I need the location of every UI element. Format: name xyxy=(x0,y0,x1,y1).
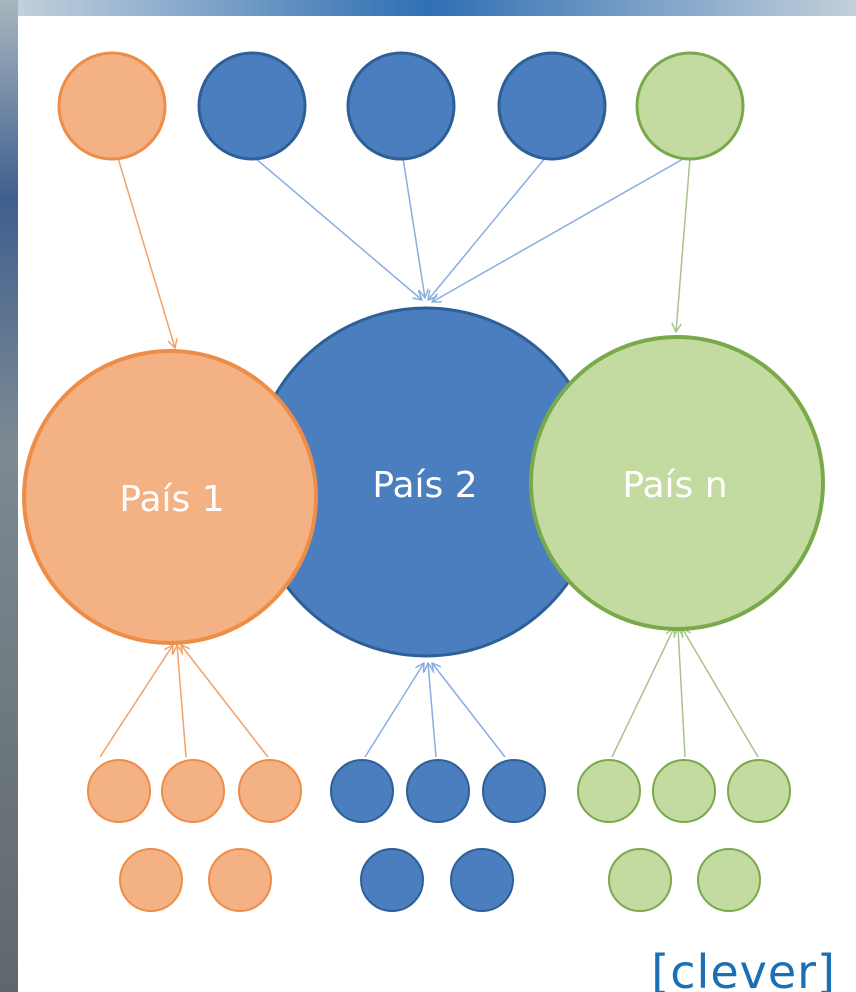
top-arrows xyxy=(117,151,691,348)
top-row-circles xyxy=(57,51,745,161)
bottom-circle-blue xyxy=(450,848,514,912)
arrow-bottom-orange-2 xyxy=(177,645,187,758)
arrow-bottom-green-1 xyxy=(611,628,674,758)
bottom-circle-green xyxy=(652,759,716,823)
country-label-2: País 2 xyxy=(372,465,477,506)
arrow-top-blue-1 xyxy=(247,151,422,300)
arrow-top-green-to-center xyxy=(432,154,691,302)
arrow-bottom-orange-1 xyxy=(99,645,173,758)
bottom-circle-orange xyxy=(87,759,151,823)
bottom-circle-orange xyxy=(161,759,225,823)
top-circle-blue-3 xyxy=(497,51,607,161)
left-background-strip xyxy=(0,0,18,992)
country-circle-1 xyxy=(22,349,318,645)
bottom-circle-green xyxy=(608,848,672,912)
arrow-bottom-green-2 xyxy=(678,628,686,758)
bottom-arrows xyxy=(99,628,759,758)
arrow-top-blue-3 xyxy=(428,151,551,300)
arrow-top-green xyxy=(676,157,691,332)
top-circle-orange xyxy=(57,51,167,161)
bottom-circle-blue xyxy=(482,759,546,823)
bottom-circle-green xyxy=(727,759,791,823)
bottom-circle-green xyxy=(577,759,641,823)
bottom-circle-blue xyxy=(360,848,424,912)
top-circle-blue-2 xyxy=(346,51,456,161)
top-circle-green xyxy=(635,51,745,161)
bottom-row-circles xyxy=(87,759,791,912)
clever-logo: [clever] xyxy=(651,945,836,992)
top-background-band xyxy=(0,0,856,16)
country-label-n: País n xyxy=(622,465,727,506)
arrow-bottom-orange-3 xyxy=(181,645,269,758)
arrow-top-orange xyxy=(117,157,175,348)
bottom-circle-green xyxy=(697,848,761,912)
bottom-circle-orange xyxy=(119,848,183,912)
arrow-bottom-blue-1 xyxy=(364,663,424,758)
bottom-circle-orange xyxy=(238,759,302,823)
bottom-circle-blue xyxy=(406,759,470,823)
arrow-bottom-blue-3 xyxy=(432,663,506,758)
arrow-bottom-green-3 xyxy=(682,628,759,758)
country-circle-n xyxy=(529,335,825,631)
bottom-circle-orange xyxy=(208,848,272,912)
country-label-1: País 1 xyxy=(119,479,224,520)
top-circle-blue-1 xyxy=(197,51,307,161)
country-circles: País 1 País 2 País n xyxy=(22,306,825,658)
arrow-bottom-blue-2 xyxy=(428,663,437,758)
bottom-circle-blue xyxy=(330,759,394,823)
arrow-top-blue-2 xyxy=(401,151,425,298)
